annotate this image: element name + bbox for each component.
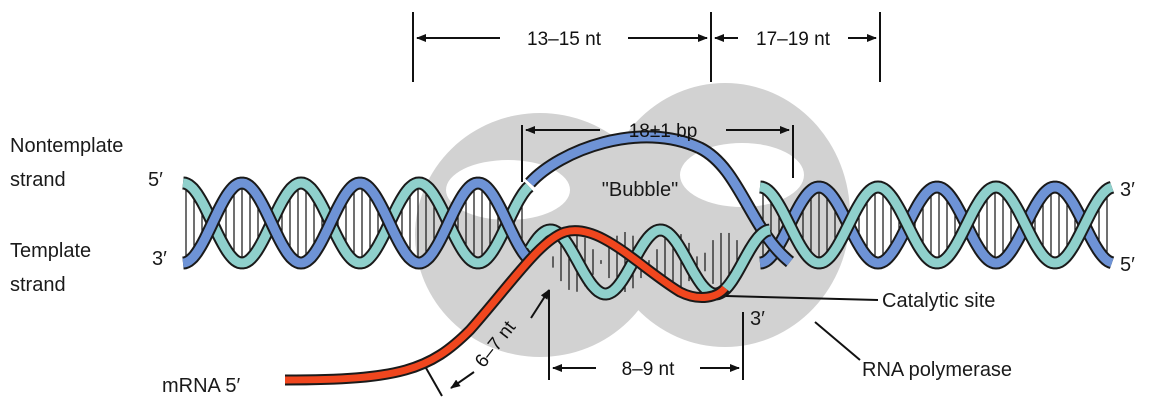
dimension-markers [412,12,881,397]
bubble-size-label: 18±1 bp [629,121,698,142]
mrna-label: mRNA 5′ [162,375,240,397]
rna-polymerase-label: RNA polymerase [862,359,1012,381]
mrna-strand [284,225,730,386]
nontemplate-strand-label-line2: strand [10,169,66,191]
right-bottom-end-label: 5′ [1120,254,1135,276]
upstream-footprint-label: 13–15 nt [527,29,602,50]
template-strand-label-line1: Template [10,240,91,262]
mrna-3-end-label: 3′ [750,308,765,330]
mrna-fill [284,227,728,384]
left-top-end-label: 5′ [148,169,163,191]
template-strand-left [182,178,533,268]
hybrid-length-label: 8–9 nt [622,359,676,380]
nontemplate-strand-right [759,182,1114,268]
downstream-footprint-label: 17–19 nt [756,29,831,50]
nontemplate-strand-left [182,178,533,268]
nontemplate-strand-label-line1: Nontemplate [10,135,123,157]
template-strand-label-line2: strand [10,274,66,296]
right-top-end-label: 3′ [1120,179,1135,201]
catalytic-site-label: Catalytic site [882,290,995,312]
nontemplate-strand-bubble [526,132,793,266]
left-bottom-end-label: 3′ [152,248,167,270]
template-strand-bubble [526,225,771,299]
dna-strands [182,130,1115,301]
template-strand-right [759,182,1114,268]
bubble-label: "Bubble" [602,179,678,201]
